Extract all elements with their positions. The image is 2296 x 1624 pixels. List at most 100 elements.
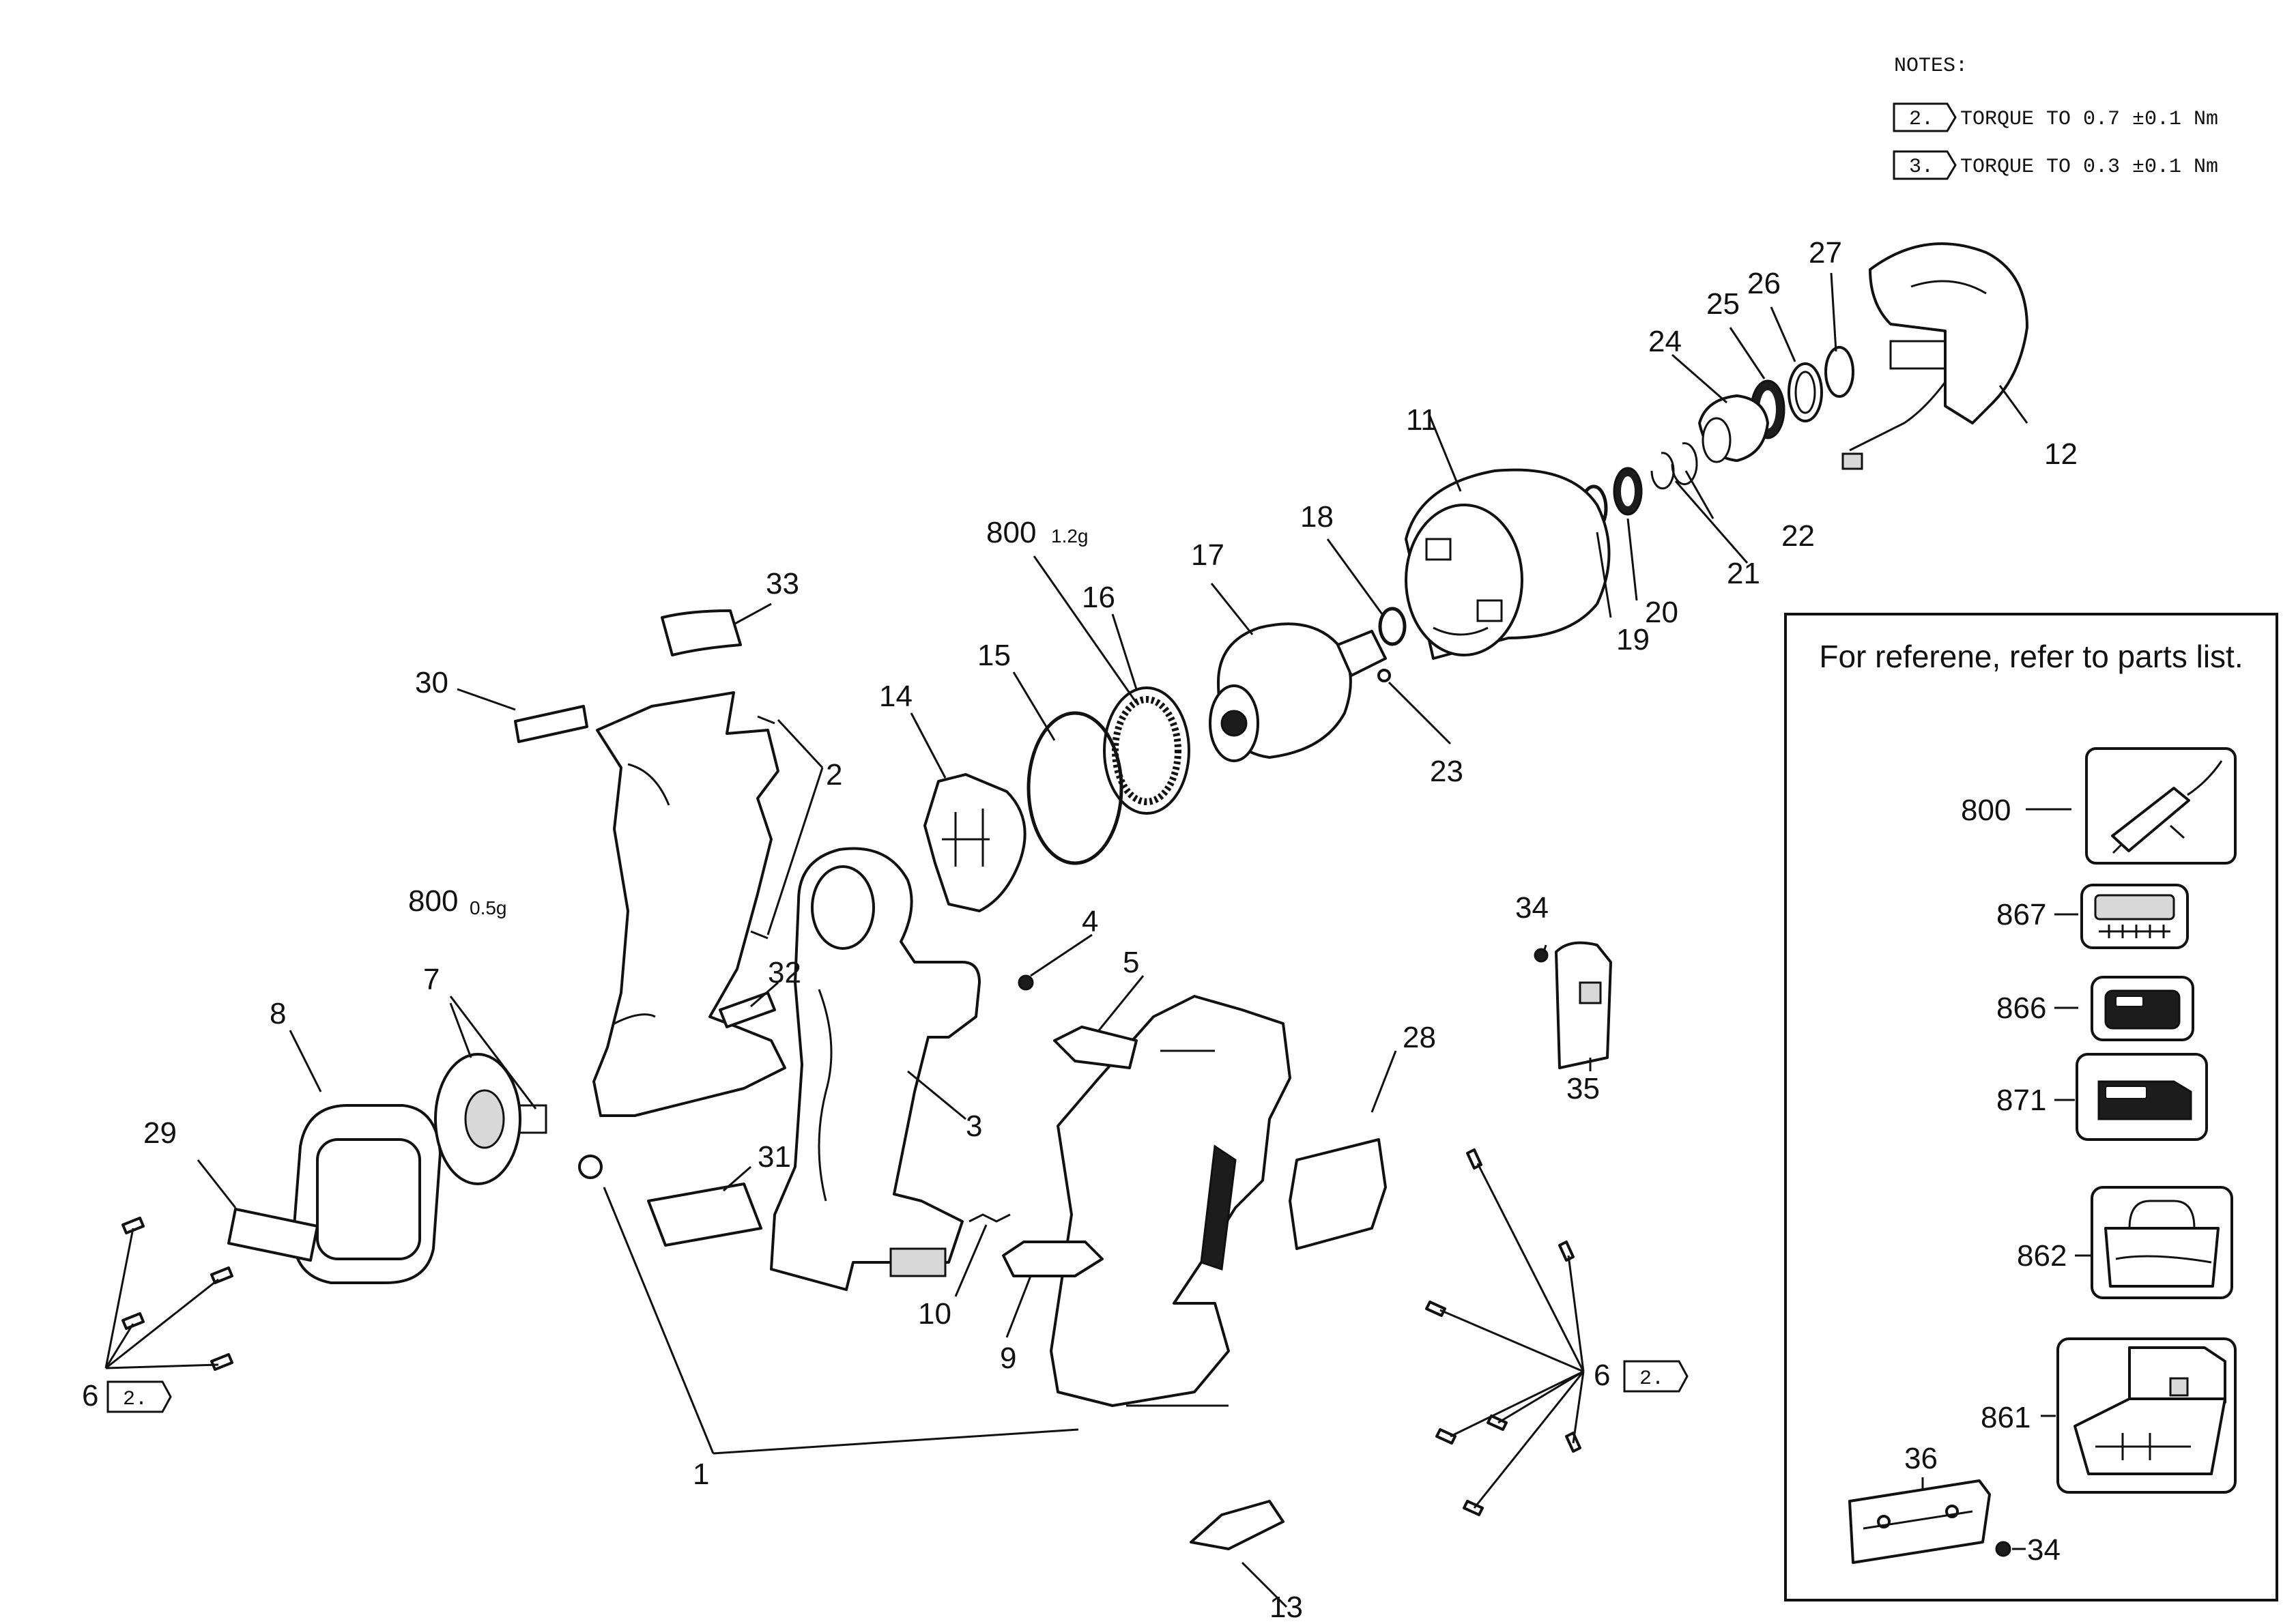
callout-18: 18 [1300,500,1334,534]
callout-labels: 12 27 26 25 24 22 21 20 19 11 18 23 17 1… [82,236,2078,1624]
callout-6-left: 6 2. [82,1379,172,1413]
note-text: TORQUE TO 0.3 ±0.1 Nm [1960,156,2218,179]
callout-29: 29 [143,1116,177,1150]
callout-28: 28 [1403,1021,1436,1054]
callout-6: 6 [1594,1359,1610,1392]
reference-box-frame [1784,613,2278,1601]
callout-8: 8 [270,997,286,1030]
ball-23 [1377,669,1391,682]
screw-6 [1558,1241,1575,1262]
leader-12 [1998,385,2028,424]
ref-item-871: 871 [1996,1053,2208,1141]
rear-cover-detail [1889,280,1987,370]
part-34-screw [1534,948,1549,963]
note-ref-frame [1623,1360,1689,1393]
note-ref-frame [106,1380,172,1413]
ref-item-frame [2076,1053,2208,1141]
housing-detail [1425,538,1503,636]
callout-34: 34 [1515,891,1549,925]
screw-6 [121,1217,145,1234]
bracket-detail [942,809,990,867]
leader-11 [1429,416,1462,492]
part-5-switch [1053,1026,1138,1069]
part-31-label [647,1183,762,1247]
leader-22 [1684,470,1714,519]
callout-26: 26 [1747,267,1781,300]
ref-item-label: 866 [1996,991,2046,1025]
clip-22 [1671,442,1698,486]
part-33-label [661,609,742,656]
ref-item-frame [2056,1337,2237,1494]
callout-1: 1 [693,1458,709,1491]
ref-item-800: 800 [1961,747,2237,865]
leader-32 [750,981,779,1008]
right-housing-detail [1126,1049,1229,1407]
leader-24 [1671,353,1727,404]
leader-22b [1674,480,1749,564]
note-item: 3. TORQUE TO 0.3 ±0.1 Nm [1893,150,2218,180]
motor-assembly-body [770,847,981,1291]
note-ref-tag: 2. [123,1388,147,1411]
callout-9: 9 [1000,1342,1016,1375]
part-6-screws-left [121,1217,233,1371]
pin-2 [757,715,775,725]
battery-top-icon [2094,894,2175,920]
leader-800-0_5g [449,996,537,1110]
connector-icon [1841,452,1863,470]
leader-27 [1830,272,1837,352]
callout-14: 14 [879,680,913,713]
belt-clip-35 [1555,941,1612,1069]
leader-23 [1388,681,1452,745]
screw-6 [1487,1415,1508,1431]
part-29-label [227,1208,319,1262]
part-1-right-housing [1050,995,1291,1407]
notes-title: NOTES: [1894,55,1968,78]
anvil-shaft [1336,630,1387,677]
callout-20: 20 [1645,596,1678,629]
screw-6 [1425,1301,1446,1317]
rear-cover-shell [1869,242,2028,424]
callout-27: 27 [1809,236,1842,270]
plate-hub [464,1089,505,1149]
callout-800-left: 800 [408,884,458,918]
housing-boss [578,1155,603,1179]
screw-6 [1463,1500,1484,1516]
leader-9 [1005,1275,1032,1338]
washer-20-inner [1621,476,1635,506]
leader-30 [457,688,516,711]
callout-4: 4 [1082,905,1098,938]
label-33-sheet [661,609,742,656]
ref-item-label: 800 [1961,794,2011,827]
leader-31 [723,1165,751,1192]
note-tag: 3. [1909,156,1934,179]
part-12-rear-cover [1841,242,2028,470]
screw-6 [121,1312,145,1330]
note-ref-tag: 2. [1639,1367,1664,1391]
label-29-sheet [227,1208,319,1262]
ref-item-36: 36 [1848,1442,1991,1564]
callout-24: 24 [1648,325,1682,358]
callout-16: 16 [1082,581,1115,614]
callout-33: 33 [766,567,799,600]
label-28-sheet [1289,1138,1387,1250]
motor-wires [818,989,833,1202]
ref-item-label: 862 [2017,1239,2067,1273]
leader-18 [1326,538,1383,615]
motor-stator [811,865,875,950]
part-9-button [1002,1241,1104,1277]
callout-19: 19 [1616,623,1650,656]
plate-shaft [519,1104,547,1134]
ring-26 [1788,362,1823,422]
part-23-ball [1377,669,1391,682]
part-32-label [719,991,776,1028]
reference-box: For referene, refer to parts list. 800 8… [1784,613,2278,1601]
part-18-o-ring [1378,607,1407,646]
callout-13: 13 [1269,1591,1303,1624]
leader-7 [449,1002,472,1058]
part-17-anvil-assembly [1209,622,1387,762]
callout-10: 10 [918,1297,951,1331]
ref-item-label: 34 [2027,1533,2061,1567]
part-14-bracket [923,773,1027,912]
housing-front [1405,504,1523,656]
